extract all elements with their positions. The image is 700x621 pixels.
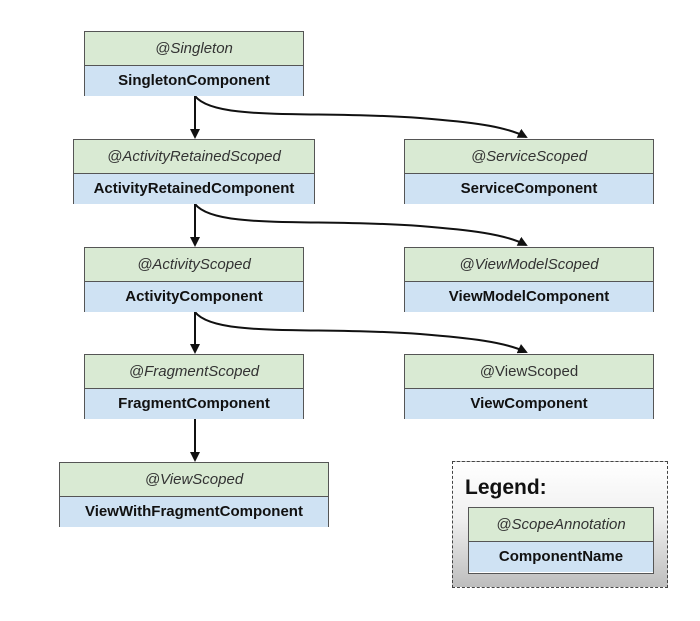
component-name: ActivityComponent [85, 282, 303, 312]
node-activity-component: @ActivityScoped ActivityComponent [84, 247, 304, 312]
legend-title: Legend: [465, 476, 547, 499]
component-name: SingletonComponent [85, 66, 303, 96]
legend-box: Legend: @ScopeAnnotation ComponentName [452, 461, 668, 588]
legend-component-name: ComponentName [469, 542, 653, 572]
component-name: ViewWithFragmentComponent [60, 497, 328, 527]
node-view-with-fragment-component: @ViewScoped ViewWithFragmentComponent [59, 462, 329, 527]
node-view-component: @ViewScoped ViewComponent [404, 354, 654, 419]
scope-annotation: @FragmentScoped [85, 355, 303, 389]
legend-scope-annotation: @ScopeAnnotation [469, 508, 653, 542]
scope-annotation: @Singleton [85, 32, 303, 66]
scope-annotation: @ServiceScoped [405, 140, 653, 174]
component-name: ServiceComponent [405, 174, 653, 204]
scope-annotation: @ViewScoped [60, 463, 328, 497]
edge-activity-to-view [194, 311, 528, 354]
node-fragment-component: @FragmentScoped FragmentComponent [84, 354, 304, 419]
scope-annotation: @ViewModelScoped [405, 248, 653, 282]
node-activity-retained-component: @ActivityRetainedScoped ActivityRetained… [73, 139, 315, 204]
component-name: ViewModelComponent [405, 282, 653, 312]
scope-annotation: @ActivityScoped [85, 248, 303, 282]
node-service-component: @ServiceScoped ServiceComponent [404, 139, 654, 204]
component-name: FragmentComponent [85, 389, 303, 419]
node-view-model-component: @ViewModelScoped ViewModelComponent [404, 247, 654, 312]
component-name: ViewComponent [405, 389, 653, 419]
edge-singleton-to-service [194, 95, 528, 138]
node-singleton-component: @Singleton SingletonComponent [84, 31, 304, 96]
legend-sample-node: @ScopeAnnotation ComponentName [468, 507, 654, 574]
scope-annotation: @ActivityRetainedScoped [74, 140, 314, 174]
scope-annotation: @ViewScoped [405, 355, 653, 389]
component-name: ActivityRetainedComponent [74, 174, 314, 204]
edge-activity-retained-to-view-model [194, 203, 528, 246]
